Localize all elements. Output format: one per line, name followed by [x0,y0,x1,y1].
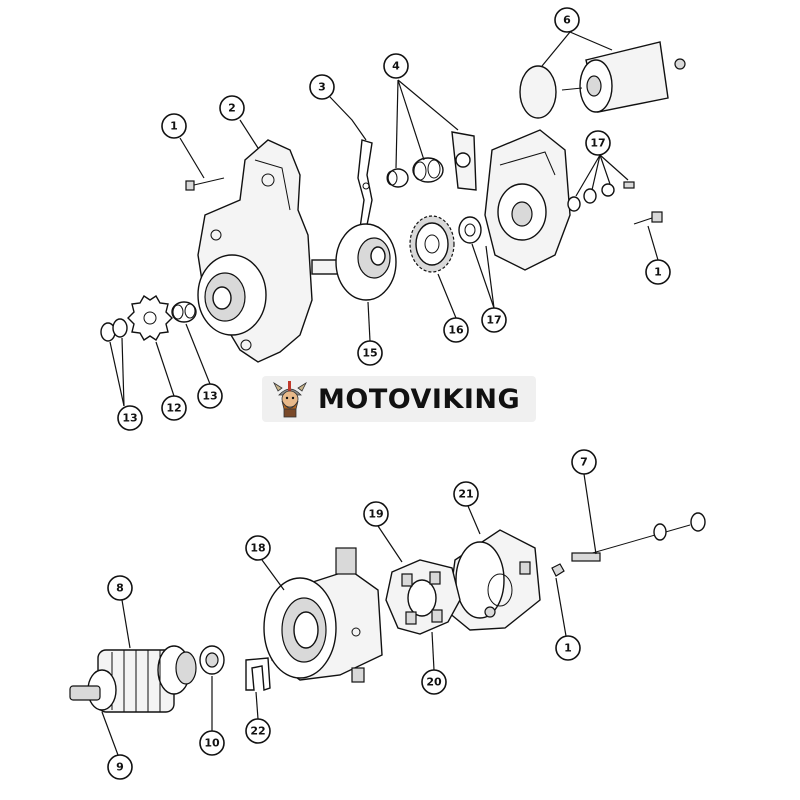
callout-13: 13 [117,405,143,431]
spring-set [386,131,477,191]
nut [551,563,565,577]
svg-text:3: 3 [318,81,326,94]
svg-text:17: 17 [590,137,605,150]
callout-1: 1 [555,635,581,661]
bearing [199,645,225,675]
svg-text:1: 1 [170,120,178,133]
svg-text:8: 8 [116,582,124,595]
svg-text:17: 17 [486,314,501,327]
callout-2: 2 [219,95,245,121]
yoke [263,547,383,683]
svg-text:16: 16 [448,324,464,337]
gear-housing [484,129,571,271]
terminal-hardware [567,181,635,212]
screw [633,211,663,225]
svg-text:9: 9 [116,761,124,774]
svg-text:21: 21 [458,488,473,501]
drive-end-housing [197,139,313,363]
pinion-spring [171,301,197,323]
through-bolt [571,512,706,562]
svg-text:6: 6 [563,14,571,27]
callout-13: 13 [197,383,223,409]
svg-text:19: 19 [368,508,383,521]
callout-22: 22 [245,718,271,744]
overrunning-clutch [311,223,397,301]
callout-18: 18 [245,535,271,561]
callout-21: 21 [453,481,479,507]
svg-text:2: 2 [228,102,236,115]
commutator-end-cover [447,529,541,631]
svg-text:1: 1 [654,266,662,279]
svg-text:10: 10 [204,737,220,750]
callout-8: 8 [107,575,133,601]
callout-3: 3 [309,74,335,100]
callout-4: 4 [383,53,409,79]
callout-19: 19 [363,501,389,527]
viking-mascot-icon [273,381,307,418]
svg-text:13: 13 [202,390,217,403]
callout-12: 12 [161,395,187,421]
svg-text:13: 13 [122,412,137,425]
brand-watermark: MOTOVIKING [262,376,536,422]
bolt [185,177,225,191]
svg-text:7: 7 [580,456,588,469]
svg-text:22: 22 [250,725,265,738]
stop-rings [100,318,128,342]
washer-pair [458,216,482,244]
callout-9: 9 [107,754,133,780]
callout-17: 17 [585,130,611,156]
callout-1: 1 [161,113,187,139]
callout-20: 20 [421,669,447,695]
pinion-gear [409,215,455,273]
svg-text:4: 4 [392,60,400,73]
shift-lever [357,139,373,231]
svg-text:20: 20 [426,676,442,689]
callout-15: 15 [357,340,383,366]
bracket [245,657,271,691]
svg-text:18: 18 [250,542,265,555]
pinion [127,295,173,341]
brush-holder [385,559,461,635]
callout-7: 7 [571,449,597,475]
callout-10: 10 [199,730,225,756]
solenoid [519,41,686,119]
callout-6: 6 [554,7,580,33]
armature [69,645,197,713]
callout-17: 17 [481,307,507,333]
svg-text:1: 1 [564,642,572,655]
callout-1: 1 [645,259,671,285]
svg-text:12: 12 [166,402,181,415]
leader-lines [101,31,659,756]
brand-name: MOTOVIKING [318,383,521,415]
svg-text:15: 15 [362,347,377,360]
callout-16: 16 [443,317,469,343]
